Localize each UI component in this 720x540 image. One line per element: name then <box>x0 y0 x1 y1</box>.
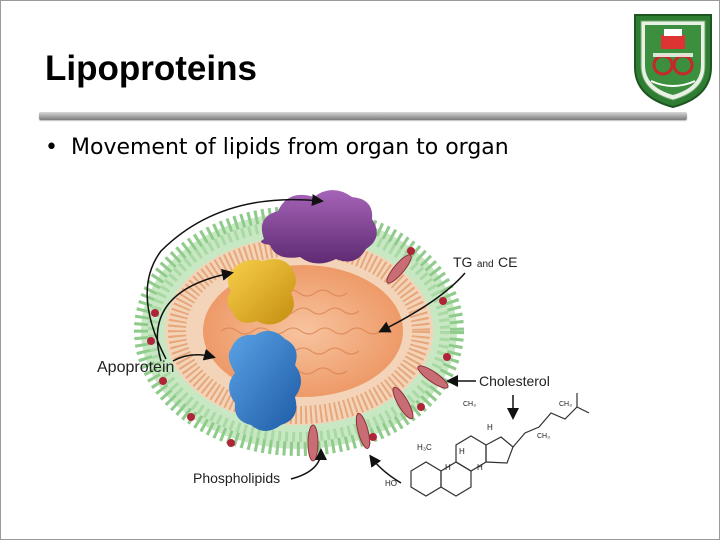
cholesterol-molecules <box>307 254 449 462</box>
phospholipids-label: Phospholipids <box>193 470 281 486</box>
bullet-marker: • <box>45 135 58 160</box>
apoprotein-yellow <box>227 259 296 325</box>
title-divider <box>39 112 687 120</box>
apoprotein-label: Apoprotein <box>97 359 175 376</box>
cholesterol-structure <box>410 393 590 497</box>
tg-label: TG <box>453 254 473 270</box>
ce-label: CE <box>498 254 518 270</box>
bullet-item: • Movement of lipids from organ to organ <box>45 135 509 160</box>
chem-label-ch3-a: CH₃ <box>463 401 476 408</box>
slide-title: Lipoproteins <box>45 49 257 88</box>
cholesterol-label: Cholesterol <box>479 373 550 389</box>
chem-label-ho: HO <box>385 479 397 488</box>
bullet-text: Movement of lipids from organ to organ <box>71 135 509 160</box>
lipoprotein-diagram <box>134 190 590 497</box>
chem-label-h-a: H <box>487 423 493 432</box>
and-label: and <box>476 259 494 270</box>
chem-label-h-b: H <box>459 447 465 456</box>
chem-label-ch3-c: CH₃ <box>537 433 550 440</box>
tg-ce-label: TG and CE <box>453 254 518 272</box>
university-crest-logo <box>634 14 712 109</box>
apoprotein-purple <box>261 190 377 264</box>
annotation-arrows <box>146 194 519 484</box>
chem-label-h-d: H <box>477 463 483 472</box>
chem-label-h3c: H₃C <box>417 443 432 452</box>
shell-red-beads <box>147 247 451 447</box>
apoprotein-blue <box>228 330 301 431</box>
chem-label-h-c: H <box>445 463 451 472</box>
chem-label-ch3-b: CH₃ <box>559 401 572 408</box>
